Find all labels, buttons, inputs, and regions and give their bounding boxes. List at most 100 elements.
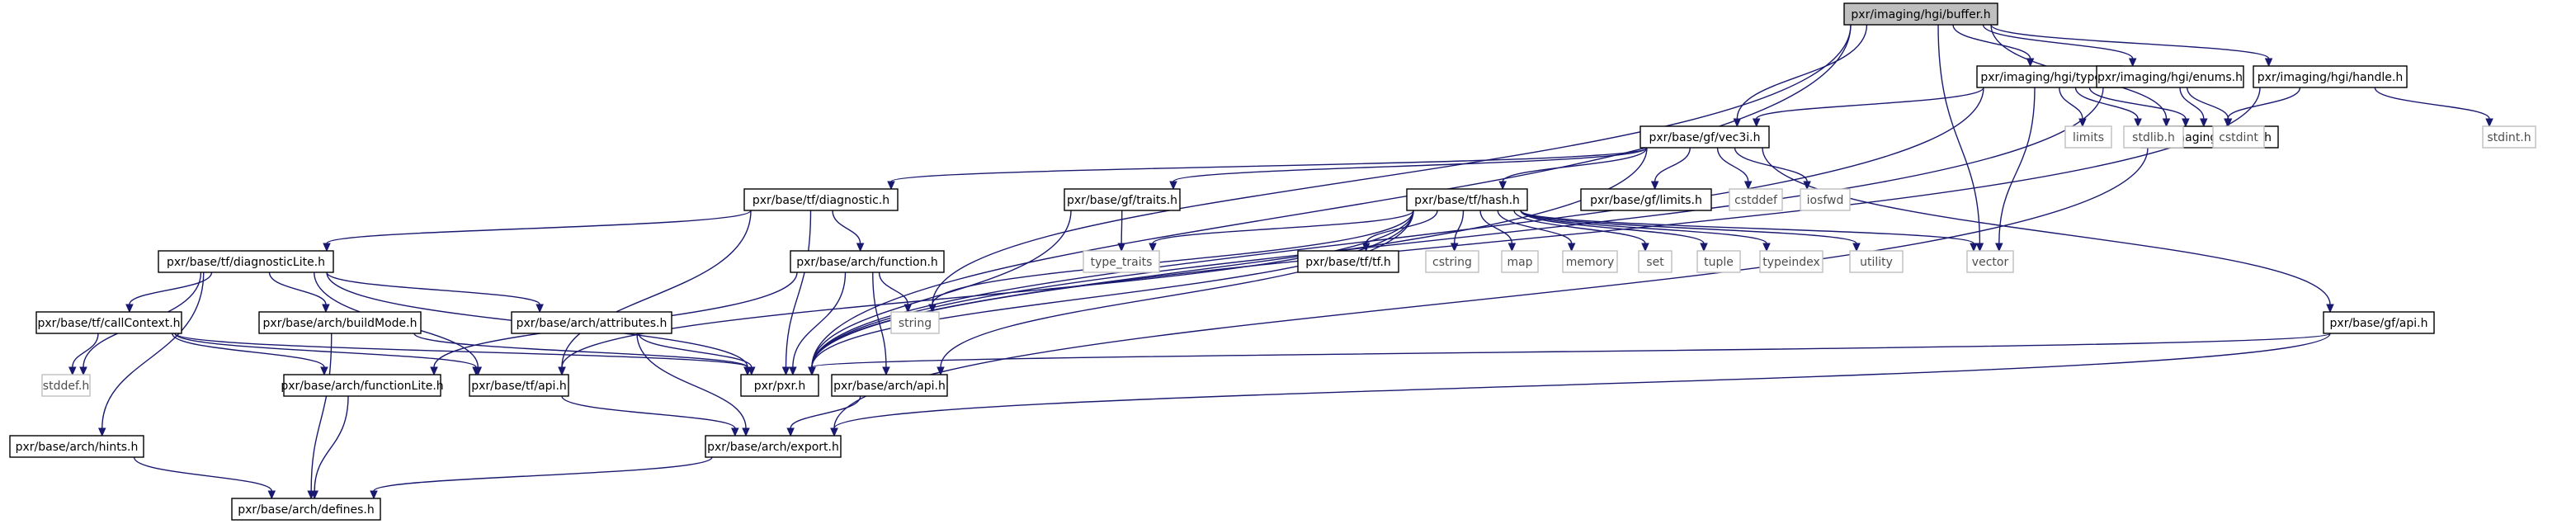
node-box	[890, 311, 940, 334]
edge-hash-to-string	[932, 210, 1414, 305]
node-label: limits	[2073, 131, 2104, 144]
node-box	[705, 435, 842, 458]
node-box	[1406, 188, 1528, 211]
node-label: pxr/base/tf/hash.h	[1414, 194, 1520, 207]
node-buffer[interactable]: pxr/imaging/hgi/buffer.h	[1843, 2, 1998, 26]
node-gftraits[interactable]: pxr/base/gf/traits.h	[1064, 188, 1181, 211]
edge-vec3i-to-gflimits	[1654, 147, 1691, 182]
node-string: string	[890, 311, 940, 334]
node-box	[831, 374, 948, 397]
edge-arrowhead	[68, 366, 77, 376]
edge-arrowhead	[558, 366, 566, 376]
edge-gftraits-to-type_traits	[1121, 210, 1123, 244]
edge-arrowhead	[937, 366, 945, 376]
node-label: pxr/base/arch/functionLite.h	[281, 380, 443, 393]
edge-arrowhead	[1762, 243, 1771, 253]
node-gfapi[interactable]: pxr/base/gf/api.h	[2323, 311, 2435, 334]
node-enums[interactable]: pxr/imaging/hgi/enums.h	[2096, 65, 2244, 88]
edge-handle-to-hgiapi	[2227, 87, 2301, 120]
node-archapi[interactable]: pxr/base/arch/api.h	[831, 374, 948, 397]
node-stddef: stddef.h	[41, 374, 91, 397]
edge-arrowhead	[1752, 118, 1761, 128]
edge-export-to-defines	[373, 456, 713, 492]
node-iosfwd: iosfwd	[1800, 188, 1851, 211]
edge-arrowhead	[2134, 118, 2142, 128]
edge-types-to-vec3i	[1756, 87, 1984, 120]
edge-hash-to-set	[1513, 210, 1646, 244]
edge-callcontext-to-tfapi	[174, 333, 477, 368]
node-attributes[interactable]: pxr/base/arch/attributes.h	[511, 311, 672, 334]
edge-enums-to-pxr	[811, 87, 2104, 368]
node-hints[interactable]: pxr/base/arch/hints.h	[9, 435, 144, 458]
edge-hash-to-utility	[1520, 210, 1857, 244]
edge-vec3i-to-cstddef	[1716, 147, 1749, 182]
edge-callcontext-to-functionlite	[172, 333, 325, 368]
node-tftf[interactable]: pxr/base/tf/tf.h	[1297, 250, 1399, 273]
node-box	[1800, 188, 1851, 211]
node-label: pxr/pxr.h	[754, 380, 806, 393]
node-function[interactable]: pxr/base/arch/function.h	[790, 250, 945, 273]
edge-arrowhead	[1498, 181, 1507, 191]
edge-arrowhead	[1450, 243, 1459, 253]
edge-gfapi-to-export	[833, 333, 2331, 429]
edge-hints-to-defines	[133, 456, 272, 492]
edge-callcontext-to-pxr	[174, 333, 748, 368]
node-buildmode[interactable]: pxr/base/arch/buildMode.h	[258, 311, 422, 334]
node-box	[1064, 188, 1181, 211]
edge-types-to-limits	[2059, 87, 2083, 120]
node-label: stddef.h	[43, 380, 89, 393]
edge-arrowhead	[1507, 243, 1517, 253]
node-label: memory	[1566, 256, 1615, 269]
node-diaglite[interactable]: pxr/base/tf/diagnosticLite.h	[158, 250, 334, 273]
edge-function-to-archapi	[872, 271, 887, 368]
node-defines[interactable]: pxr/base/arch/defines.h	[231, 498, 381, 521]
edge-function-to-string	[878, 271, 908, 305]
edge-hash-to-type_traits	[1152, 210, 1414, 244]
edge-types-to-stdlib	[2074, 87, 2139, 120]
node-box	[1501, 250, 1539, 273]
node-cstddef: cstddef	[1729, 188, 1783, 211]
node-box	[1425, 250, 1479, 273]
node-label: pxr/base/gf/vec3i.h	[1649, 131, 1761, 144]
node-label: pxr/base/arch/function.h	[796, 256, 938, 269]
edge-arrowhead	[125, 304, 134, 314]
node-label: pxr/base/tf/api.h	[471, 380, 567, 393]
node-box	[1297, 250, 1399, 273]
node-box	[2123, 125, 2184, 149]
edge-arrowhead	[830, 427, 838, 437]
edge-arrowhead	[322, 304, 330, 314]
edge-attributes-to-export	[636, 333, 747, 429]
node-label: vector	[1972, 256, 2009, 269]
edge-arrowhead	[472, 366, 480, 376]
edge-buffer-to-handle	[1990, 24, 2270, 59]
node-export[interactable]: pxr/base/arch/export.h	[705, 435, 842, 458]
node-diagnostic[interactable]: pxr/base/tf/diagnostic.h	[743, 188, 899, 211]
node-callcontext[interactable]: pxr/base/tf/callContext.h	[35, 311, 182, 334]
edge-hash-to-memory	[1497, 210, 1573, 244]
node-label: pxr/base/arch/buildMode.h	[263, 317, 418, 330]
node-box	[1580, 188, 1712, 211]
edge-attributes-to-pxr	[638, 333, 753, 368]
node-functionlite[interactable]: pxr/base/arch/functionLite.h	[281, 374, 444, 397]
edge-function-to-pxr	[792, 271, 847, 368]
node-box	[511, 311, 672, 334]
node-label: pxr/imaging/hgi/enums.h	[2097, 71, 2243, 84]
node-pxr[interactable]: pxr/pxr.h	[740, 374, 819, 397]
node-gflimits[interactable]: pxr/base/gf/limits.h	[1580, 188, 1712, 211]
edge-hash-to-tftf	[1365, 210, 1438, 244]
node-hash[interactable]: pxr/base/tf/hash.h	[1406, 188, 1528, 211]
node-tuple: tuple	[1696, 250, 1741, 273]
node-stdint: stdint.h	[2482, 125, 2536, 149]
node-vec3i[interactable]: pxr/base/gf/vec3i.h	[1639, 125, 1770, 149]
node-handle[interactable]: pxr/imaging/hgi/handle.h	[2253, 65, 2408, 88]
edge-buildmode-to-pxr	[413, 333, 748, 368]
edge-arrowhead	[1700, 243, 1708, 253]
node-map: map	[1501, 250, 1539, 273]
node-label: pxr/imaging/hgi/handle.h	[2258, 71, 2403, 84]
node-label: pxr/base/arch/attributes.h	[517, 317, 668, 330]
node-tfapi[interactable]: pxr/base/tf/api.h	[469, 374, 569, 397]
node-box	[1759, 250, 1823, 273]
edge-arrowhead	[786, 427, 795, 437]
edge-arrowhead	[742, 427, 750, 437]
edge-arrowhead	[882, 366, 890, 376]
